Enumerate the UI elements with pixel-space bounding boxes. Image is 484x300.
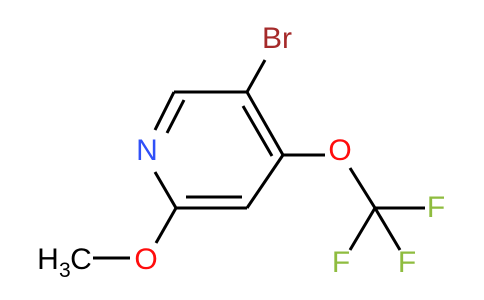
bond-c6-n-double: [165, 99, 186, 134]
bond-n-c2: [153, 171, 178, 209]
bonds: [93, 59, 425, 260]
bond-c5-c4: [245, 91, 285, 156]
bond-c3-c4: [245, 154, 285, 209]
methyl-h: H: [37, 243, 59, 276]
bond-o-cf3: [348, 167, 377, 209]
methyl-subscript: 3: [59, 259, 71, 282]
fluorine-label-1: F: [427, 191, 445, 224]
methyl-label: H 3 C: [37, 243, 92, 282]
nitrogen-label: N: [136, 134, 158, 167]
oxygen-methoxy-label: O: [134, 243, 157, 276]
methyl-c: C: [70, 243, 92, 276]
bond-c5-br: [245, 59, 267, 93]
oxygen-trifluoromethoxy-label: O: [328, 134, 351, 167]
fluorine-label-3: F: [332, 246, 350, 279]
bond-c2-o: [154, 207, 178, 244]
fluorine-label-2: F: [398, 246, 416, 279]
bromine-label: Br: [262, 22, 292, 55]
bond-c6-n: [153, 91, 176, 131]
bond-cf3-f3: [348, 207, 377, 251]
bond-cf3-f2: [373, 207, 402, 251]
bond-c5-c4-double: [241, 105, 274, 157]
